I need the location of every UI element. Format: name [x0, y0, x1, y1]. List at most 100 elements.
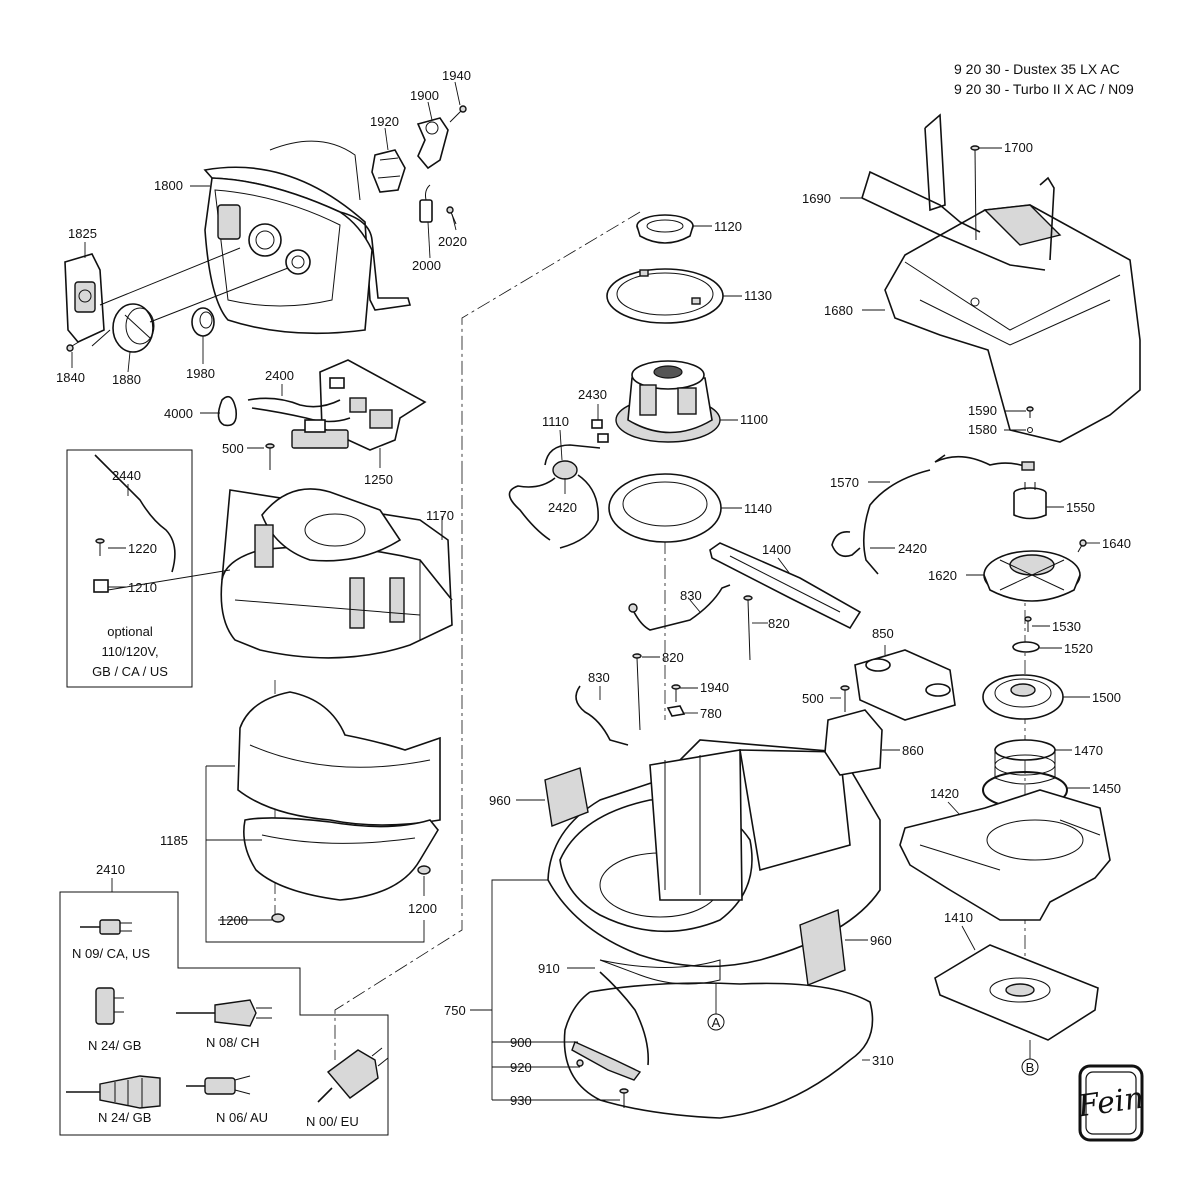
sensor-2000 [419, 184, 433, 223]
label-1400: 1400 [762, 542, 791, 557]
bracket-900 [571, 1041, 642, 1081]
label-2430: 2430 [578, 387, 607, 402]
ring-1130 [606, 268, 724, 324]
plug-label-n08: N 08/ CH [206, 1035, 259, 1050]
socket-flap-1825 [64, 253, 105, 343]
screw-1590 [1026, 406, 1034, 418]
screw-1940-mid [671, 684, 681, 702]
label-1940-top: 1940 [442, 68, 471, 83]
label-960-left: 960 [489, 793, 511, 808]
label-2420-right: 2420 [898, 541, 927, 556]
label-1140: 1140 [744, 501, 772, 516]
label-750: 750 [444, 1003, 466, 1018]
label-1620: 1620 [928, 568, 957, 583]
base-1420 [899, 789, 1111, 921]
bracket-750 [470, 879, 620, 1101]
label-1110: 1110 [542, 414, 569, 429]
label-1410: 1410 [944, 910, 973, 925]
label-910: 910 [538, 961, 560, 976]
label-1450: 1450 [1092, 781, 1121, 796]
assembly-axis-lower-left [334, 470, 463, 1060]
label-2400: 2400 [265, 368, 294, 383]
label-1680: 1680 [824, 303, 853, 318]
bracket-1185 [205, 765, 425, 943]
plug-n24-gb-b [66, 1075, 161, 1109]
label-1640: 1640 [1102, 536, 1131, 551]
plug-label-n06: N 06/ AU [216, 1110, 268, 1125]
ring-1120 [636, 214, 694, 244]
holder-860 [824, 709, 883, 776]
housing-1170 [220, 488, 453, 659]
wire-830-lower [575, 685, 629, 746]
label-1800: 1800 [154, 178, 183, 193]
marker-b: B [1026, 1060, 1035, 1075]
label-1825: 1825 [68, 226, 97, 241]
label-1550: 1550 [1066, 500, 1095, 515]
handle-1690 [861, 113, 1055, 271]
label-1185: 1185 [160, 833, 188, 848]
assembly-axis-main [461, 211, 641, 470]
label-1580: 1580 [968, 422, 997, 437]
label-1590: 1590 [968, 403, 997, 418]
screw-1940-top [449, 105, 467, 123]
cable-harness-2400 [247, 397, 351, 449]
label-1840: 1840 [56, 370, 85, 385]
rod-820-right [743, 595, 753, 661]
plate-1410 [934, 944, 1099, 1041]
label-1130: 1130 [744, 288, 772, 303]
pcb-1250 [319, 359, 427, 451]
plug-n09 [80, 919, 132, 935]
label-820-right: 820 [768, 616, 790, 631]
label-1530: 1530 [1052, 619, 1081, 634]
label-310: 310 [872, 1053, 894, 1068]
label-780: 780 [700, 706, 722, 721]
plug-n06 [186, 1075, 251, 1095]
connector-1570 [1021, 461, 1035, 471]
gasket-1140 [608, 473, 722, 543]
optional-note-2: 110/120V, [101, 644, 158, 659]
label-2020: 2020 [438, 234, 467, 249]
label-860: 860 [902, 743, 924, 758]
label-2000: 2000 [412, 258, 441, 273]
label-1170: 1170 [426, 508, 454, 523]
label-1570: 1570 [830, 475, 859, 490]
optional-note-1: optional [107, 624, 153, 639]
label-1220: 1220 [128, 541, 157, 556]
label-830-upper: 830 [680, 588, 702, 603]
plug-n24-gb-a [95, 987, 124, 1025]
label-1250: 1250 [364, 472, 393, 487]
cable-2420-right [831, 530, 861, 558]
wire-830-upper [631, 584, 731, 631]
holder-850 [854, 649, 956, 721]
cap-1980 [191, 307, 215, 337]
label-1690: 1690 [802, 191, 831, 206]
label-850: 850 [872, 626, 894, 641]
label-1520: 1520 [1064, 641, 1093, 656]
label-820-left: 820 [662, 650, 684, 665]
switch-1920 [371, 149, 406, 193]
motor-1100 [615, 360, 721, 443]
plug-label-n09: N 09/ CA, US [72, 946, 150, 961]
capacitor-1110 [544, 444, 601, 480]
label-1900: 1900 [410, 88, 439, 103]
screw-1840 [66, 339, 83, 352]
label-1470: 1470 [1074, 743, 1103, 758]
cover-assembly-lines [91, 247, 289, 347]
label-1420: 1420 [930, 786, 959, 801]
container-750 [547, 739, 881, 985]
wire-830-upper-terminal [628, 603, 638, 613]
cable-2440 [94, 454, 176, 573]
label-1500: 1500 [1092, 690, 1121, 705]
marker-a: A [712, 1015, 721, 1030]
plug-n00 [317, 1047, 389, 1103]
plug-label-n24-b: N 24/ GB [98, 1110, 151, 1125]
cable-910 [599, 971, 650, 1066]
label-1880: 1880 [112, 372, 141, 387]
label-4000: 4000 [164, 406, 193, 421]
brushes-2430 [591, 419, 609, 443]
screw-1530 [1024, 616, 1032, 632]
screw-1640 [1077, 539, 1087, 553]
disc-1520 [1012, 641, 1040, 653]
label-1200-left: 1200 [219, 913, 248, 928]
